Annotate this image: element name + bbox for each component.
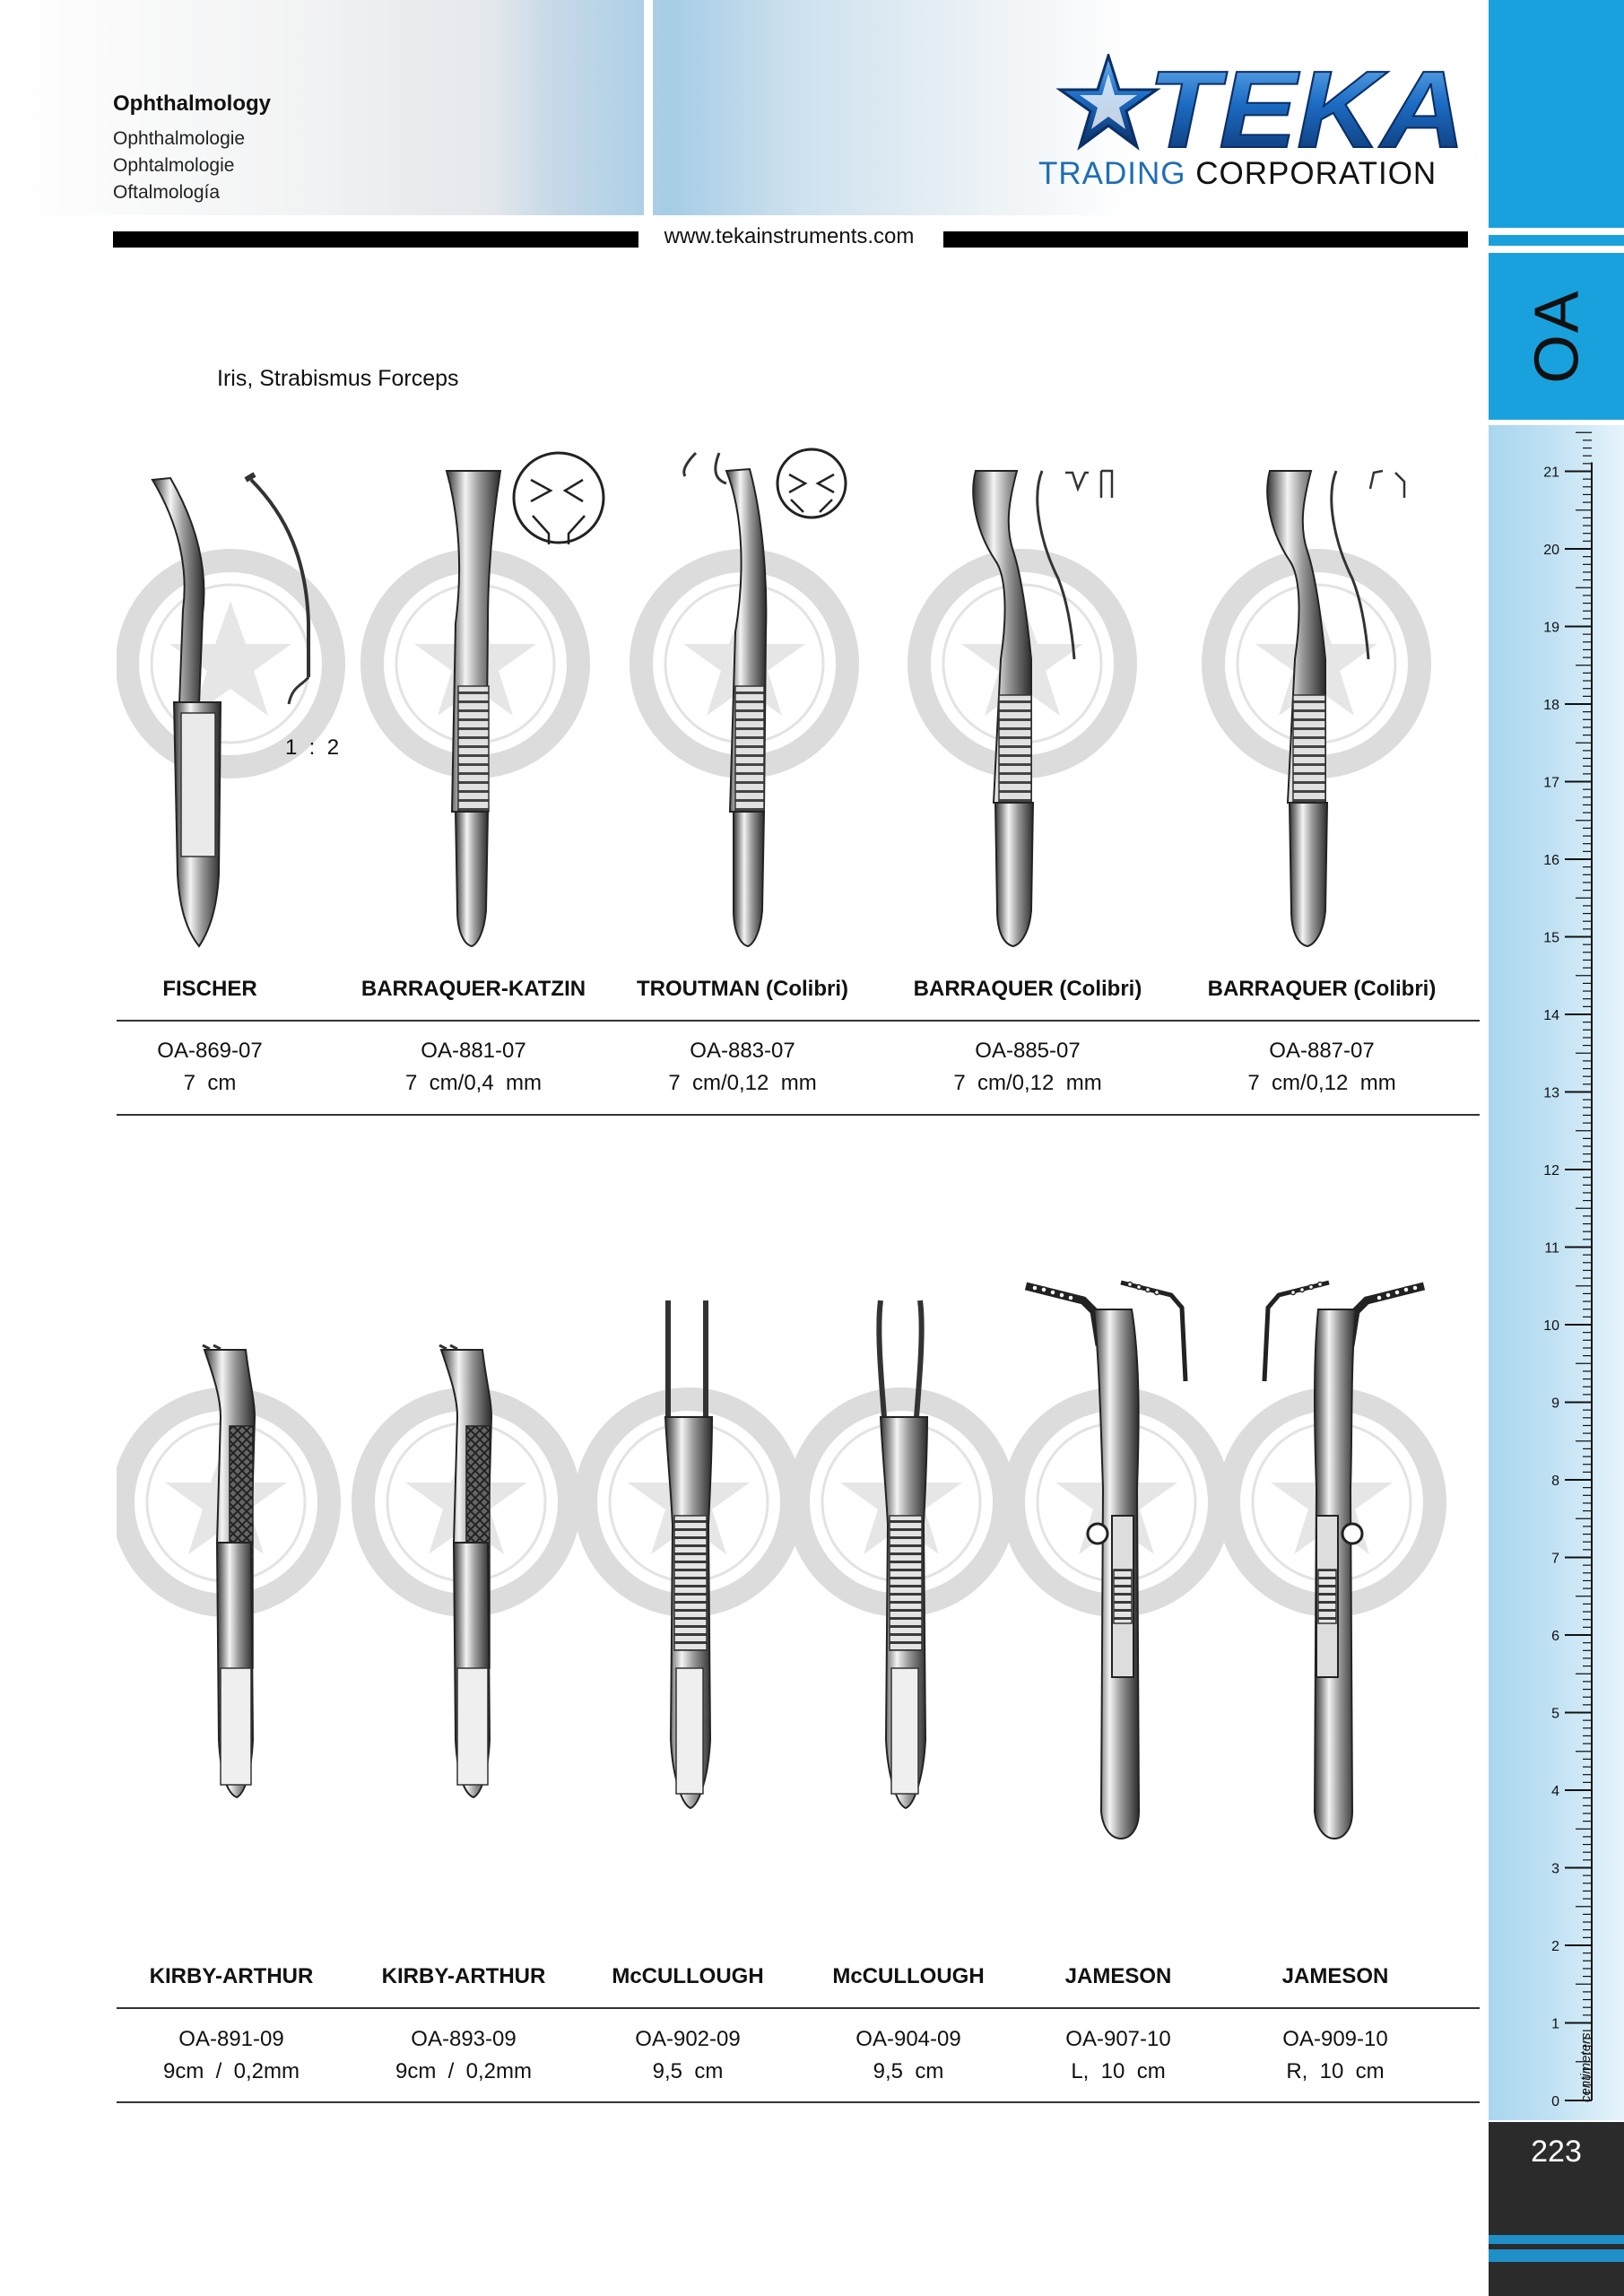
- product-name-2: BARRAQUER-KATZIN: [360, 977, 586, 1001]
- row1-rule-top: [117, 1020, 1480, 1022]
- product-name-5: BARRAQUER (Colibri): [1207, 977, 1437, 1001]
- ruler-label-10: 10: [1543, 1318, 1559, 1334]
- ruler-label-7: 7: [1551, 1552, 1559, 1567]
- category-subtitle-es: Oftalmología: [113, 182, 221, 203]
- product-spec-2: 9cm / 0,2mm: [395, 2059, 533, 2083]
- product-name-6: JAMESON: [1281, 1964, 1389, 1988]
- jameson-left-illustration: [1024, 1280, 1188, 1840]
- product-code-4: OA-885-07: [975, 1039, 1081, 1063]
- troutman-forceps-illustration: [641, 448, 847, 948]
- scale-note: 1 : 2: [285, 735, 340, 760]
- header-rule-right: [943, 231, 1468, 248]
- section-tab-label: OA: [1521, 289, 1592, 384]
- ruler-label-19: 19: [1543, 621, 1559, 636]
- ruler-label-4: 4: [1551, 1784, 1559, 1799]
- ruler-label-1: 1: [1551, 2017, 1559, 2032]
- kirby-arthur-893-illustration: [439, 1344, 493, 1799]
- page-number: 223: [1531, 2135, 1582, 2169]
- product-code-1: OA-869-07: [157, 1039, 263, 1063]
- product-name-1: KIRBY-ARTHUR: [149, 1964, 314, 1988]
- product-spec-1: 7 cm: [183, 1071, 237, 1095]
- product-code-6: OA-909-10: [1282, 2027, 1388, 2051]
- row2-rule-top: [117, 2007, 1480, 2009]
- logo-corporation-text: TRADING CORPORATION: [1038, 156, 1437, 191]
- row2-rule-bottom: [117, 2101, 1480, 2103]
- ruler-label-15: 15: [1543, 931, 1559, 946]
- ruler-label-2: 2: [1551, 1939, 1559, 1954]
- header-stripe: [644, 0, 653, 215]
- fischer-forceps-illustration: [127, 472, 334, 948]
- side-accent-stripe: [1489, 235, 1624, 246]
- page-number-box: [1489, 2122, 1624, 2296]
- ruler-label-14: 14: [1543, 1008, 1559, 1023]
- product-code-4: OA-904-09: [855, 2027, 961, 2051]
- product-spec-2: 7 cm/0,4 mm: [404, 1071, 543, 1095]
- product-spec-5: L, 10 cm: [1071, 2059, 1166, 2083]
- mccullough-902-illustration: [664, 1300, 714, 1810]
- product-spec-3: 7 cm/0,12 mm: [668, 1071, 817, 1095]
- product-spec-4: 9,5 cm: [873, 2059, 944, 2083]
- page-footer-stripe: [1489, 2235, 1624, 2244]
- header-rule-left: [113, 231, 638, 248]
- ruler-label-5: 5: [1551, 1707, 1559, 1722]
- barraquer-887-forceps-illustration: [1213, 469, 1420, 948]
- logo-brand-text: TEKA: [1148, 54, 1465, 170]
- product-spec-4: 7 cm/0,12 mm: [953, 1071, 1102, 1095]
- product-code-2: OA-893-09: [411, 2027, 517, 2051]
- ruler-label-0: 0: [1551, 2094, 1559, 2109]
- section-tab: [1489, 253, 1624, 420]
- ruler-label-13: 13: [1543, 1086, 1559, 1101]
- product-code-5: OA-887-07: [1269, 1039, 1375, 1063]
- row1-illustrations: [117, 448, 1480, 948]
- product-code-3: OA-883-07: [690, 1039, 795, 1063]
- side-accent-top: [1489, 0, 1624, 228]
- product-code-3: OA-902-09: [635, 2027, 741, 2051]
- product-name-4: BARRAQUER (Colibri): [913, 977, 1142, 1001]
- ruler-label-18: 18: [1543, 698, 1559, 713]
- product-name-2: KIRBY-ARTHUR: [381, 1964, 546, 1988]
- product-name-1: FISCHER: [162, 977, 257, 1001]
- page-footer-stripe: [1489, 2249, 1624, 2262]
- barraquer-885-forceps-illustration: [919, 469, 1125, 948]
- product-name-5: JAMESON: [1064, 1964, 1172, 1988]
- jameson-right-illustration: [1262, 1280, 1426, 1840]
- ruler-unit-label: centimeters: [1578, 2032, 1594, 2102]
- ruler-label-8: 8: [1551, 1474, 1559, 1489]
- row1-rule-bottom: [117, 1114, 1480, 1116]
- website-url[interactable]: www.tekainstruments.com: [0, 224, 1578, 249]
- product-spec-6: R, 10 cm: [1286, 2059, 1385, 2083]
- ruler-background: [1489, 425, 1624, 2120]
- ruler-label-17: 17: [1543, 776, 1559, 791]
- ruler-label-9: 9: [1551, 1396, 1559, 1412]
- product-spec-3: 9,5 cm: [652, 2059, 724, 2083]
- product-code-2: OA-881-07: [421, 1039, 526, 1063]
- ruler-label-3: 3: [1551, 1862, 1559, 1877]
- category-subtitle-fr: Ophtalmologie: [113, 155, 235, 176]
- row2-illustrations: [117, 1280, 1480, 1840]
- category-subtitle-de: Ophthalmologie: [113, 128, 246, 149]
- ruler-label-12: 12: [1543, 1163, 1559, 1178]
- ruler-label-11: 11: [1544, 1241, 1559, 1257]
- ruler-label-20: 20: [1543, 543, 1559, 558]
- header-background: [0, 0, 1489, 215]
- barraquer-katzin-forceps-illustration: [372, 451, 605, 948]
- ruler-ticks: [1565, 431, 1593, 2101]
- section-title: Iris, Strabismus Forceps: [217, 366, 459, 391]
- ruler-label-6: 6: [1551, 1629, 1559, 1644]
- product-code-5: OA-907-10: [1065, 2027, 1171, 2051]
- ruler-label-16: 16: [1543, 853, 1559, 868]
- product-name-3: McCULLOUGH: [612, 1964, 764, 1988]
- mccullough-904-illustration: [876, 1300, 929, 1810]
- product-name-4: McCULLOUGH: [832, 1964, 985, 1988]
- product-spec-1: 9cm / 0,2mm: [162, 2059, 300, 2083]
- ruler-label-21: 21: [1543, 465, 1559, 481]
- teka-logo: TEKA: [1055, 54, 1466, 171]
- category-title: Ophthalmology: [113, 91, 271, 116]
- product-name-3: TROUTMAN (Colibri): [637, 977, 848, 1001]
- product-code-1: OA-891-09: [178, 2027, 284, 2051]
- kirby-arthur-891-illustration: [202, 1344, 256, 1799]
- product-spec-5: 7 cm/0,12 mm: [1247, 1071, 1396, 1095]
